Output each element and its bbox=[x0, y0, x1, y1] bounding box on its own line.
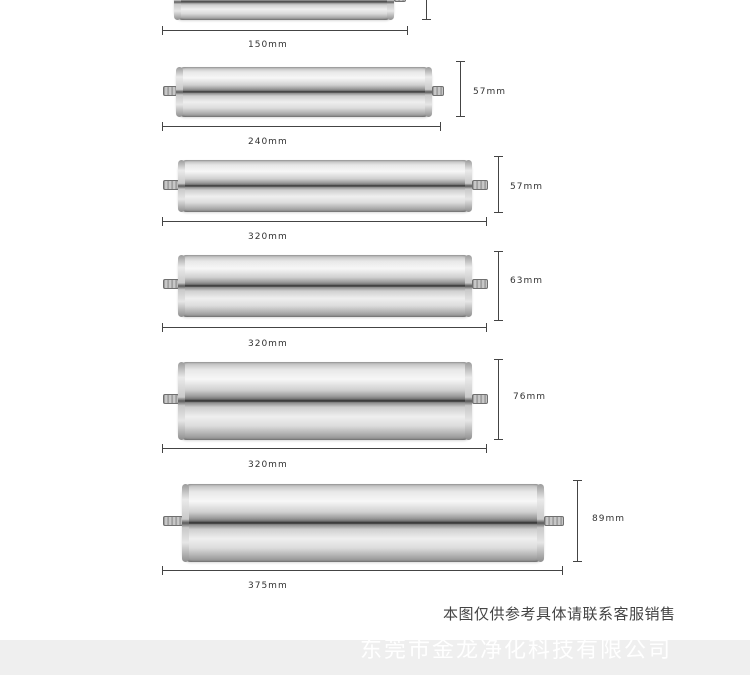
diameter-label: 63mm bbox=[510, 276, 543, 286]
diameter-dimension-line bbox=[456, 61, 465, 117]
length-label: 320mm bbox=[248, 232, 288, 242]
length-label: 240mm bbox=[248, 137, 288, 147]
length-label: 375mm bbox=[248, 581, 288, 591]
length-dimension-line bbox=[162, 323, 487, 332]
length-dimension-line bbox=[162, 566, 563, 575]
diameter-label: 76mm bbox=[513, 392, 546, 402]
company-name: 东莞市金龙净化科技有限公司 bbox=[360, 640, 673, 663]
filter-housing-320mm bbox=[160, 252, 495, 320]
diameter-dimension-line bbox=[422, 0, 431, 20]
diameter-label: 57mm bbox=[510, 182, 543, 192]
length-label: 150mm bbox=[248, 40, 288, 50]
diameter-dimension-line bbox=[494, 251, 503, 321]
diameter-dimension-line bbox=[494, 359, 503, 440]
diameter-label: 57mm bbox=[473, 87, 506, 97]
filter-housing-240mm bbox=[160, 62, 450, 122]
diameter-dimension-line bbox=[494, 156, 503, 213]
filter-housing-320mm bbox=[160, 358, 495, 444]
diameter-label: 89mm bbox=[592, 514, 625, 524]
length-dimension-line bbox=[162, 444, 487, 453]
length-label: 320mm bbox=[248, 339, 288, 349]
filter-housing-320mm bbox=[160, 158, 495, 218]
length-dimension-line bbox=[162, 217, 487, 226]
diameter-dimension-line bbox=[573, 480, 582, 562]
length-dimension-line bbox=[162, 26, 408, 35]
filter-housing-375mm bbox=[160, 480, 570, 566]
length-dimension-line bbox=[162, 122, 441, 131]
length-label: 320mm bbox=[248, 460, 288, 470]
footer-band: 东莞市金龙净化科技有限公司 bbox=[0, 640, 750, 675]
filter-housing-150mm bbox=[160, 0, 410, 24]
reference-note: 本图仅供参考具体请联系客服销售 bbox=[443, 605, 676, 623]
